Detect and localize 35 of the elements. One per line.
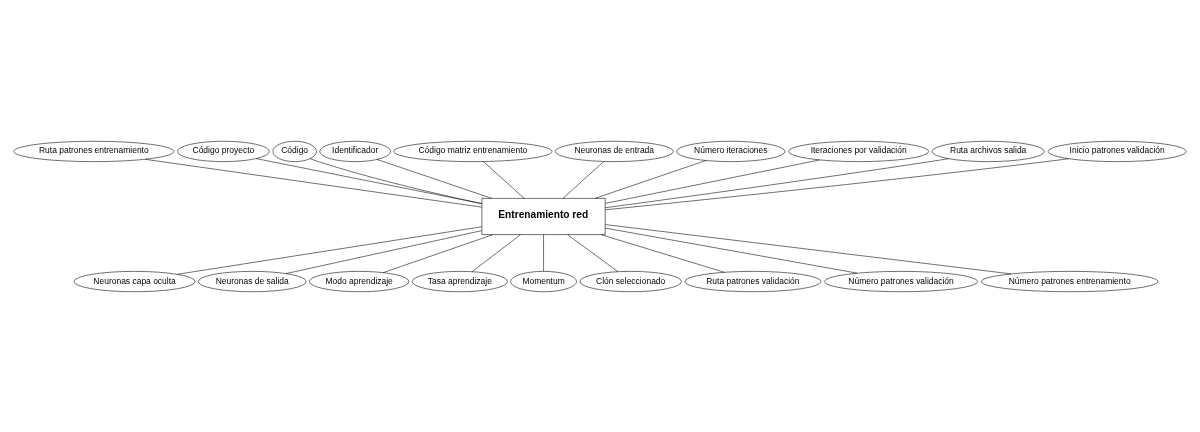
node-ellipse: Neuronas de entrada [554,140,674,162]
node-ellipse: Iteraciones por validación [788,140,929,162]
connector [594,159,707,199]
connector [605,157,949,208]
node-ellipse: Momentum [510,270,577,292]
connector [471,233,521,272]
connector [567,233,619,272]
connector [483,160,525,199]
connector [285,229,483,274]
node-ellipse: Ruta patrones entrenamiento [13,140,175,162]
node-ellipse: Neuronas de salida [197,270,307,292]
connector [562,160,604,199]
connector [382,233,494,273]
node-ellipse: Ruta patrones validación [684,270,822,292]
node-ellipse: Inicio patrones validación [1047,140,1187,162]
node-ellipse: Código matriz entrenamiento [393,140,553,162]
node-ellipse: Neuronas capa oculta [73,270,196,292]
node-ellipse: Identificador [319,140,391,162]
connector [144,158,483,207]
node-ellipse: Número iteraciones [676,140,786,162]
node-ellipse: Código [272,140,317,162]
node-ellipse: Clón seleccionado [579,270,682,292]
connector [177,225,483,275]
node-ellipse: Código proyecto [177,140,270,162]
connector [605,157,1069,210]
node-ellipse: Número patrones entrenamiento [981,270,1159,292]
node-ellipse: Número patrones validación [824,270,978,292]
node-box: Entrenamiento red [481,197,606,235]
connector [376,158,492,199]
connector [255,157,482,204]
connector [309,157,482,204]
node-ellipse: Modo aprendizaje [309,270,410,292]
node-ellipse: Ruta archivos salida [931,140,1045,162]
connector [600,233,725,273]
node-ellipse: Tasa aprendizaje [411,270,508,292]
